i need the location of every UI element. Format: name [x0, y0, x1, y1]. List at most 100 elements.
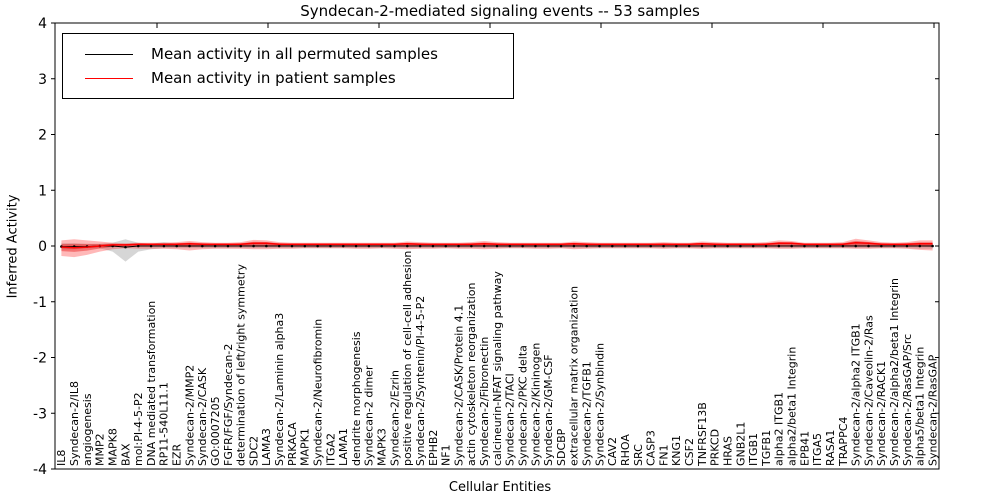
permuted-mean-marker — [393, 244, 396, 248]
x-tick-label: Syndecan-2/RasGAP — [926, 354, 939, 466]
permuted-mean-marker — [585, 244, 588, 248]
x-tick-label: TRAPPC4 — [837, 417, 850, 467]
y-tick-label: -3 — [33, 406, 47, 422]
x-tick-label: GO:0007205 — [209, 396, 222, 466]
x-tick-label: SRC — [632, 444, 645, 466]
permuted-mean-marker — [918, 244, 922, 248]
x-tick-label: Syndecan-2/Fibronectin — [478, 337, 491, 466]
permuted-mean-marker — [675, 244, 678, 248]
x-tick-label: Syndecan-2/RACK1 — [875, 361, 888, 466]
patient-mean-line — [61, 241, 933, 249]
x-tick-label: LAMA1 — [337, 428, 350, 466]
x-tick-label: EPHB2 — [427, 430, 440, 466]
x-tick-label: angiogenesis — [81, 393, 94, 466]
x-tick-label: RASA1 — [824, 430, 837, 466]
x-tick-label: Syndecan-2/alpha2/beta1 Integrin — [888, 278, 901, 466]
x-tick-label: GNB2L1 — [734, 422, 747, 466]
x-tick-label: Syndecan-2/alpha2 ITGB1 — [850, 323, 863, 466]
permuted-mean-marker — [687, 244, 691, 248]
x-tick-label: KNG1 — [670, 435, 683, 466]
x-tick-label: Syndecan-2/TGFB1 — [581, 361, 594, 466]
x-tick-label: alpha2 ITGB1 — [773, 392, 786, 466]
permuted-mean-marker — [751, 244, 755, 248]
x-tick-label: Syndecan-2/RasGAP/Src — [901, 334, 914, 466]
x-tick-label: PRKCD — [709, 429, 722, 466]
permuted-mean-marker — [611, 244, 614, 248]
permuted-mean-marker — [290, 244, 294, 248]
x-tick-label: MMP2 — [94, 433, 107, 466]
permuted-mean-marker — [444, 244, 448, 248]
permuted-mean-marker — [662, 244, 665, 248]
permuted-mean-marker — [931, 244, 934, 248]
permuted-mean-marker — [277, 244, 281, 248]
permuted-mean-marker — [636, 244, 640, 248]
permuted-mean-marker — [777, 244, 781, 248]
permuted-mean-marker — [482, 244, 486, 248]
legend-item-patient: Mean activity in patient samples — [73, 66, 503, 90]
x-tick-label: Syndecan-2/MMP2 — [183, 365, 196, 466]
permuted-mean-marker — [418, 244, 422, 248]
y-tick-label: -4 — [33, 462, 47, 478]
x-tick-label: PRKACA — [286, 422, 299, 466]
x-tick-label: ITGA5 — [811, 433, 824, 466]
x-tick-label: MAPK3 — [376, 428, 389, 466]
permuted-mean-marker — [341, 244, 345, 248]
permuted-mean-marker — [265, 244, 268, 248]
permuted-mean-marker — [700, 244, 704, 248]
permuted-mean-marker — [764, 244, 768, 248]
permuted-mean-marker — [521, 244, 524, 248]
permuted-mean-marker — [534, 244, 537, 248]
x-tick-label: BAX — [119, 443, 132, 466]
permuted-mean-marker — [213, 244, 217, 248]
x-tick-label: CSF2 — [683, 438, 696, 466]
x-tick-label: mol:PI-4-5-P2 — [132, 392, 145, 466]
permuted-mean-marker — [572, 244, 576, 248]
permuted-mean-marker — [329, 244, 332, 248]
permuted-mean-marker — [470, 244, 473, 248]
permuted-mean-marker — [880, 244, 883, 248]
patient-line-swatch — [85, 77, 133, 79]
permuted-mean-marker — [828, 244, 832, 248]
x-tick-label: extracellular matrix organization — [568, 286, 581, 466]
legend: Mean activity in all permuted samples Me… — [62, 33, 514, 99]
permuted-mean-marker — [495, 244, 499, 248]
x-tick-label: DNA mediated transformation — [145, 301, 158, 466]
x-tick-label: HRAS — [721, 436, 734, 466]
x-axis-label: Cellular Entities — [448, 480, 552, 495]
y-tick-label: 4 — [38, 16, 47, 32]
permuted-mean-marker — [188, 244, 191, 248]
permuted-mean-marker — [431, 244, 435, 248]
x-tick-label: ITGB1 — [747, 433, 760, 466]
permuted-mean-marker — [649, 244, 653, 248]
x-tick-label: EPB41 — [798, 431, 811, 466]
permuted-mean-marker — [303, 244, 307, 248]
x-tick-label: RP11-540L11.1 — [158, 382, 171, 466]
x-tick-label: Syndecan-2/Neurofibromin — [311, 319, 324, 466]
x-tick-label: MAPK8 — [107, 428, 120, 466]
x-tick-label: calcineurin-NFAT signaling pathway — [491, 271, 504, 466]
x-tick-label: ITGA2 — [324, 433, 337, 466]
y-tick-label: -2 — [33, 351, 47, 367]
permuted-mean-marker — [815, 244, 819, 248]
y-tick-label: -1 — [33, 295, 47, 311]
permuted-mean-marker — [367, 244, 371, 248]
x-tick-label: alpha5/beta1 Integrin — [914, 347, 927, 466]
x-tick-label: Syndecan-2/CASK — [196, 367, 209, 466]
x-tick-label: TNFRSF13B — [696, 402, 709, 467]
permuted-mean-marker — [149, 244, 153, 248]
x-tick-label: MAPK1 — [299, 428, 312, 466]
x-tick-label: actin cytoskeleton reorganization — [465, 282, 478, 466]
permuted-mean-marker — [803, 244, 806, 248]
x-tick-label: LAMA3 — [260, 428, 273, 466]
permuted-mean-marker — [239, 244, 243, 248]
permuted-mean-marker — [623, 244, 627, 248]
permuted-mean-marker — [380, 244, 383, 248]
x-tick-label: Syndecan-2/Laminin alpha3 — [273, 313, 286, 466]
permuted-mean-marker — [508, 244, 512, 248]
x-tick-label: positive regulation of cell-cell adhesio… — [401, 251, 414, 466]
legend-item-permuted: Mean activity in all permuted samples — [73, 42, 503, 66]
permuted-mean-marker — [713, 244, 717, 248]
permuted-mean-marker — [790, 244, 793, 248]
permuted-mean-marker — [867, 244, 870, 248]
x-tick-label: Syndecan-2/CASK/Protein 4.1 — [452, 305, 465, 466]
